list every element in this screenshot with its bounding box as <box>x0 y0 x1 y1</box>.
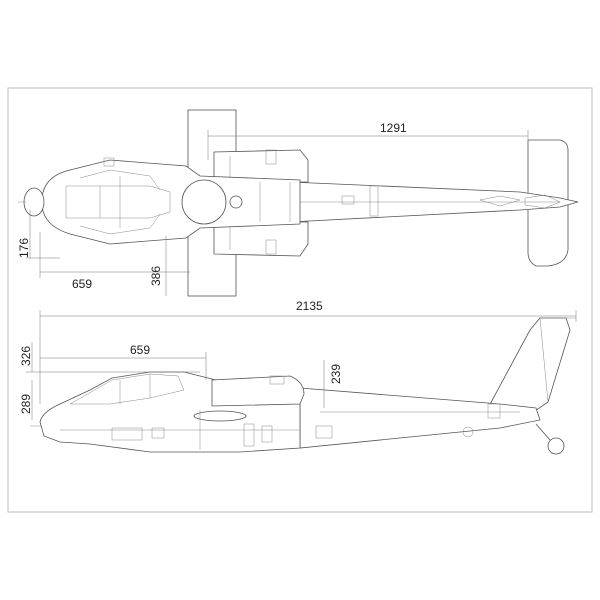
side-tail-wheel <box>547 437 565 455</box>
dim-canopy-length: 659 <box>130 343 150 357</box>
dim-overall-length: 2135 <box>296 299 323 313</box>
dim-height-total: 326 <box>19 346 33 366</box>
dim-tail-length: 1291 <box>380 121 407 135</box>
dim-fuselage-width: 176 <box>17 238 31 258</box>
side-view: 2135 659 326 289 239 <box>19 299 577 455</box>
side-engine <box>211 375 305 407</box>
top-fuselage <box>41 159 301 245</box>
dim-wing-half: 386 <box>149 266 163 286</box>
dim-height-body: 289 <box>19 394 33 414</box>
top-view: 1291 176 659 386 <box>17 109 579 297</box>
top-rotor-mast <box>229 195 243 209</box>
sheet-frame <box>7 87 593 513</box>
dim-engine-height: 239 <box>329 364 343 384</box>
top-nose <box>23 187 45 217</box>
side-stub-wing <box>193 410 247 422</box>
top-rotor-hub <box>181 179 227 225</box>
dim-nose-to-pylon: 659 <box>72 277 92 291</box>
